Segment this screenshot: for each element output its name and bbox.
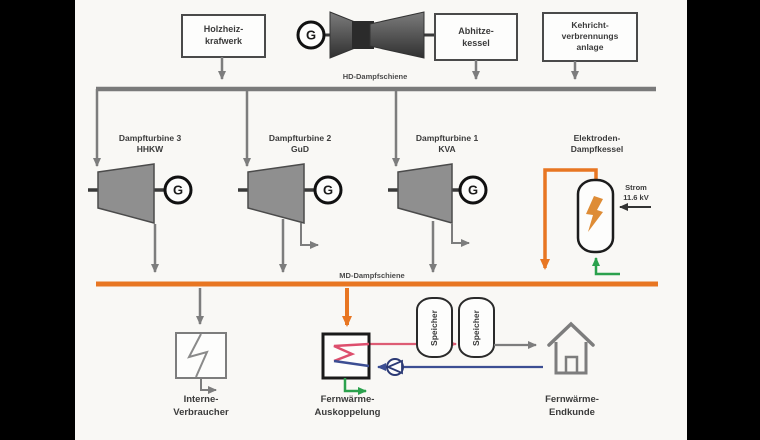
boiler-feedwater-line xyxy=(592,257,620,276)
hd-rail-label: HD-Dampfschiene xyxy=(342,72,408,81)
exchanger-condensate-line xyxy=(343,378,367,395)
exchanger-coil-hot xyxy=(333,342,370,363)
turbine2-extraction xyxy=(300,223,319,249)
pump-direction-triangle xyxy=(385,359,403,375)
heat-exchanger-box xyxy=(321,332,371,380)
customer-line2: Endkunde xyxy=(549,406,595,418)
combustor-shape xyxy=(352,21,374,49)
turbine3-plant: HHKW xyxy=(136,144,164,154)
turbine2-label: Dampfturbine 2 GuD xyxy=(250,133,350,155)
internal-exchanger-box xyxy=(175,332,227,379)
lightning-bolt-icon xyxy=(586,196,603,232)
abhitze-label: Abhitze- kessel xyxy=(435,26,517,49)
internal-consumer-line2: Verbraucher xyxy=(173,406,229,418)
electrode-boiler-label: Elektroden- Dampfkessel xyxy=(547,133,647,155)
holzheiz-label-line2: krafwerk xyxy=(204,35,243,46)
abhitze-label-line2: kessel xyxy=(462,37,490,48)
house-roof xyxy=(547,321,595,347)
house-door xyxy=(564,355,579,375)
turbine1-extraction xyxy=(451,224,470,247)
electrode-boiler-steam-pipe xyxy=(540,168,598,270)
hd-feeder-lines xyxy=(218,57,579,80)
power-supply-label-line2: 11.6 kV xyxy=(623,193,649,202)
storage-tank2-label: Speicher xyxy=(471,310,481,346)
holzheiz-label: Holzheiz- krafwerk xyxy=(182,24,265,47)
turbine1-name: Dampfturbine 1 xyxy=(415,133,479,143)
turbine2-name: Dampfturbine 2 xyxy=(268,133,332,143)
generator-circle xyxy=(296,20,326,50)
turbine1-body xyxy=(397,163,453,224)
storage-tank-2 xyxy=(458,297,495,358)
internal-consumer-group xyxy=(175,288,227,394)
electrode-boiler-group xyxy=(540,168,651,276)
md-rail-label: MD-Dampfschiene xyxy=(339,271,405,280)
generator-letter: G xyxy=(468,183,478,198)
generator-circle xyxy=(163,175,193,205)
turbine3-label: Dampfturbine 3 HHKW xyxy=(100,133,200,155)
internal-outlet-line xyxy=(200,378,217,394)
kehricht-label-line2: verbrennungs xyxy=(561,31,619,41)
turbine2-plant: GuD xyxy=(291,144,309,154)
internal-exchanger-coil xyxy=(187,333,209,378)
extraction-label: Fernwärme- Auskoppelung xyxy=(299,394,396,419)
generator-circle xyxy=(313,175,343,205)
exchanger-coil-cold xyxy=(333,359,370,368)
abhitze-label-line1: Abhitze- xyxy=(458,26,494,36)
generator-circle xyxy=(458,175,488,205)
kehricht-box xyxy=(542,12,638,62)
storage-tank-1 xyxy=(416,297,453,358)
storage-tank1-label: Speicher xyxy=(429,310,439,346)
customer-house-icon xyxy=(547,321,595,375)
electrode-boiler-label-line1: Elektroden- xyxy=(573,133,621,143)
gas-turbine-symbol: G xyxy=(296,11,436,59)
customer-line1: Fernwärme- xyxy=(545,394,599,405)
internal-consumer-line1: Interne- xyxy=(183,394,219,405)
generator-letter: G xyxy=(323,183,333,198)
electrode-boiler-label-line2: Dampfkessel xyxy=(570,144,624,154)
turbine3-symbol: G xyxy=(88,163,193,224)
internal-consumer-label: Interne- Verbraucher xyxy=(159,394,243,419)
turbine3-name: Dampfturbine 3 xyxy=(118,133,182,143)
holzheiz-box xyxy=(181,14,266,58)
kehricht-label: Kehricht- verbrennungs anlage xyxy=(543,20,637,53)
power-supply-label-line1: Strom xyxy=(625,183,647,192)
turbine-shape xyxy=(369,11,425,59)
turbine1-plant: KVA xyxy=(438,144,456,154)
extraction-line2: Auskoppelung xyxy=(314,406,381,418)
turbine1-symbol: G xyxy=(388,163,488,224)
abhitze-box xyxy=(434,13,518,61)
kehricht-label-line1: Kehricht- xyxy=(571,20,609,30)
kehricht-label-line3: anlage xyxy=(576,42,604,52)
turbine1-label: Dampfturbine 1 KVA xyxy=(397,133,497,155)
turbine-exhaust-lines xyxy=(151,219,470,273)
extraction-line1: Fernwärme- xyxy=(320,394,375,405)
customer-label: Fernwärme- Endkunde xyxy=(529,394,615,419)
turbine-inlet-lines xyxy=(93,89,400,167)
district-heat-group xyxy=(321,288,543,395)
turbine3-body xyxy=(97,163,155,224)
turbine2-symbol: G xyxy=(238,163,343,224)
holzheiz-label-line1: Holzheiz- xyxy=(203,24,244,34)
generator-letter: G xyxy=(173,183,183,198)
turbine2-body xyxy=(247,163,305,224)
generator-letter: G xyxy=(306,28,316,43)
power-supply-label: Strom 11.6 kV xyxy=(614,183,658,203)
